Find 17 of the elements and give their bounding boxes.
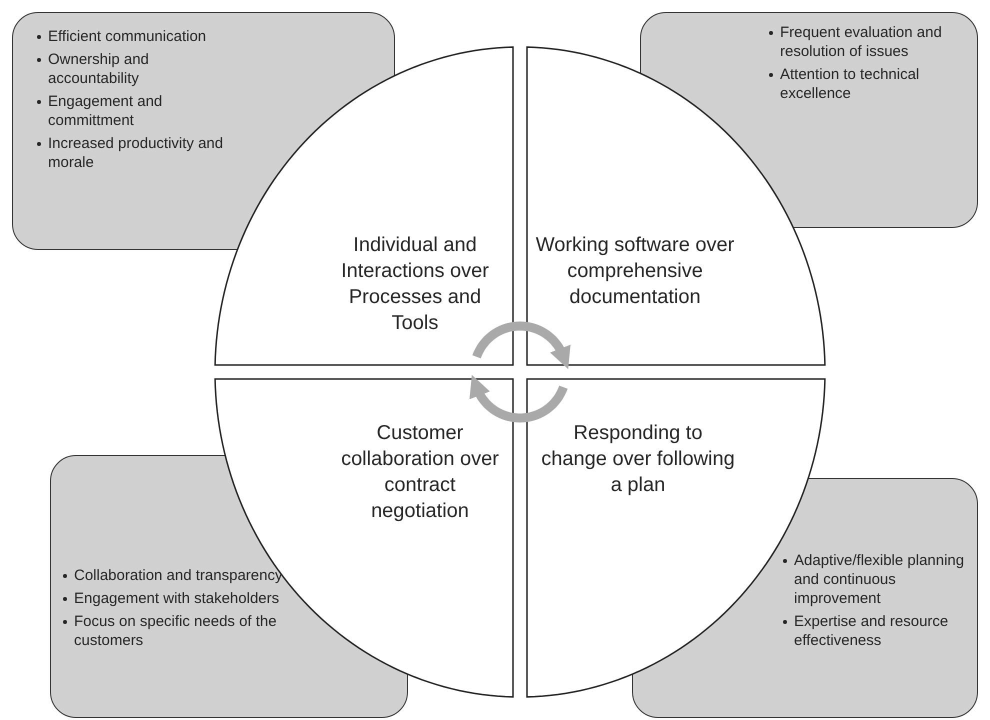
- bullet-text: Frequent evaluation and resolution of issues: [780, 24, 942, 60]
- cycle-arrow: [472, 322, 571, 370]
- bullet-text: Engagement with stakeholders: [74, 590, 280, 607]
- cycle-arrow: [469, 374, 568, 422]
- bullet-text: Efficient communication: [48, 28, 206, 45]
- bullet-text: Ownership and accountability: [48, 51, 149, 87]
- quadrant-heading: Responding to change over following a plan: [540, 421, 736, 498]
- bullet-text: Increased productivity and morale: [48, 135, 224, 171]
- bullet-text: Expertise and resource effectiveness: [794, 613, 948, 649]
- quadrant-heading: Working software over comprehensive documentation: [535, 233, 735, 310]
- quadrant-heading: Customer collaboration over contract negotiation: [340, 421, 500, 524]
- bullet-text: Attention to technical excellence: [780, 66, 920, 102]
- bullet-text: Adaptive/flexible planning and continuous improvement: [794, 552, 964, 607]
- bullet-text: Focus on specific needs of the customers: [74, 613, 277, 649]
- bullet-text: Collaboration and transparency: [74, 567, 282, 584]
- quadrant-heading: Individual and Interactions over Processes and Tools: [340, 233, 490, 336]
- bullet-text: Engagement and committment: [48, 93, 162, 129]
